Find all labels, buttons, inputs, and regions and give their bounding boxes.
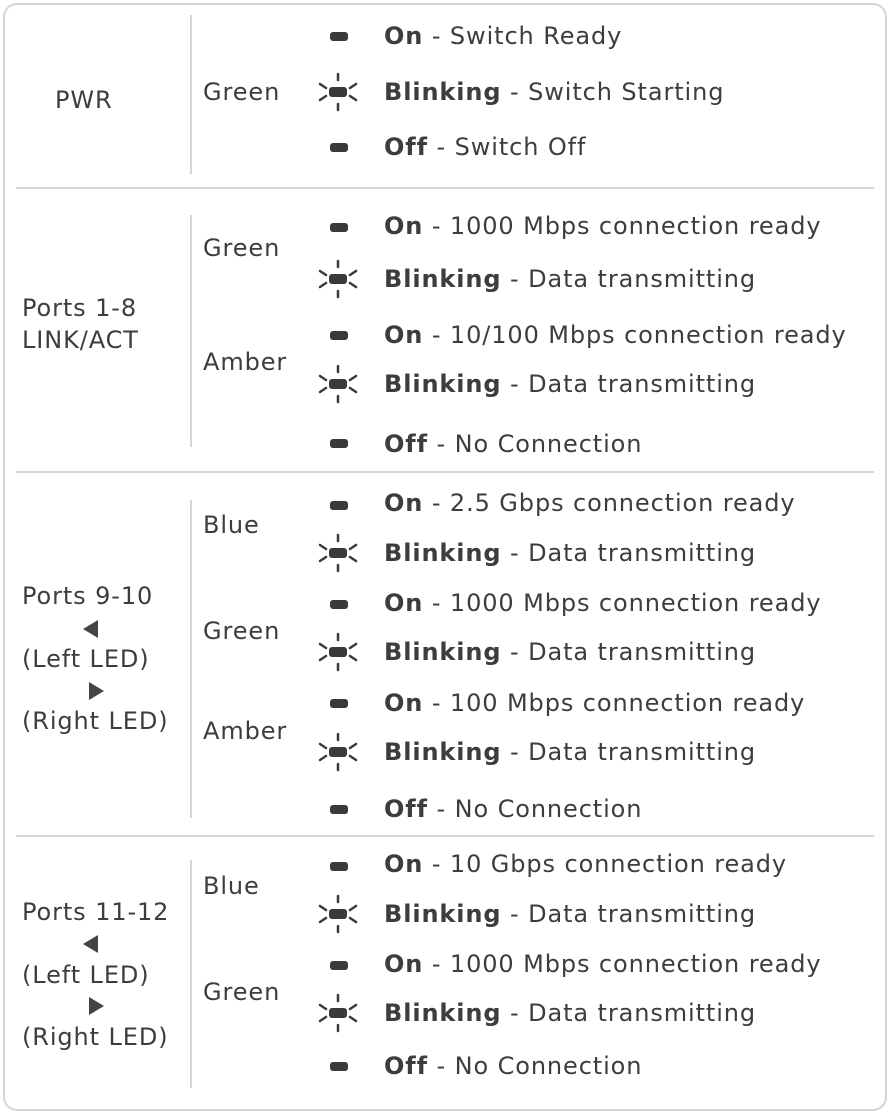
state-row: Off - Switch Off: [384, 133, 587, 161]
right-arrow-icon: [89, 682, 104, 700]
state-row: Blinking - Data transmitting: [384, 265, 757, 293]
led-on-icon: [330, 961, 348, 970]
led-on-icon: [330, 32, 348, 41]
led-on-icon: [330, 1062, 348, 1071]
right-led-label: (Right LED): [22, 1023, 169, 1051]
led-on-icon: [330, 805, 348, 814]
state-row: On - 1000 Mbps connection ready: [384, 950, 822, 978]
led-name-ports-1-8: Ports 1-8: [22, 294, 138, 322]
state-row: Blinking - Data transmitting: [384, 900, 757, 928]
led-blinking-icon: [318, 259, 358, 299]
led-color-amber: Amber: [203, 717, 288, 745]
left-arrow-icon: [83, 620, 98, 638]
led-on-icon: [330, 143, 348, 152]
state-row: On - 1000 Mbps connection ready: [384, 589, 822, 617]
state-row: Off - No Connection: [384, 795, 643, 823]
led-color-blue: Blue: [203, 511, 260, 539]
left-led-label: (Left LED): [22, 961, 150, 989]
state-row: Blinking - Switch Starting: [384, 78, 725, 106]
right-arrow-icon: [89, 997, 104, 1015]
state-row: Blinking - Data transmitting: [384, 999, 757, 1027]
column-divider: [190, 500, 192, 818]
left-arrow-icon: [83, 935, 98, 953]
led-on-icon: [330, 699, 348, 708]
state-row: Off - No Connection: [384, 1052, 643, 1080]
led-color-green: Green: [203, 978, 281, 1006]
led-blinking-icon: [318, 364, 358, 404]
column-divider: [190, 860, 192, 1088]
led-color-amber: Amber: [203, 348, 288, 376]
led-blinking-icon: [318, 894, 358, 934]
state-row: On - 10/100 Mbps connection ready: [384, 321, 847, 349]
column-divider: [190, 215, 192, 447]
led-color-green: Green: [203, 78, 281, 106]
column-divider: [190, 15, 192, 174]
led-color-green: Green: [203, 617, 281, 645]
section-divider: [16, 835, 874, 837]
state-row: Blinking - Data transmitting: [384, 370, 757, 398]
left-led-label: (Left LED): [22, 645, 150, 673]
state-row: Blinking - Data transmitting: [384, 539, 757, 567]
led-name-ports-11-12: Ports 11-12: [22, 898, 170, 926]
led-name-pwr: PWR: [55, 86, 113, 114]
led-blinking-icon: [318, 72, 358, 112]
led-name-link-act: LINK/ACT: [22, 326, 139, 354]
led-on-icon: [330, 862, 348, 871]
state-row: On - 1000 Mbps connection ready: [384, 212, 822, 240]
led-color-green: Green: [203, 234, 281, 262]
right-led-label: (Right LED): [22, 707, 169, 735]
state-row: On - 2.5 Gbps connection ready: [384, 489, 796, 517]
led-on-icon: [330, 223, 348, 232]
led-blinking-icon: [318, 993, 358, 1033]
state-row: Off - No Connection: [384, 430, 643, 458]
state-row: On - 100 Mbps connection ready: [384, 689, 806, 717]
led-on-icon: [330, 501, 348, 510]
led-on-icon: [330, 600, 348, 609]
state-row: On - Switch Ready: [384, 22, 623, 50]
led-blinking-icon: [318, 533, 358, 573]
section-divider: [16, 471, 874, 473]
state-row: Blinking - Data transmitting: [384, 738, 757, 766]
state-row: Blinking - Data transmitting: [384, 638, 757, 666]
led-blinking-icon: [318, 732, 358, 772]
led-on-icon: [330, 439, 348, 448]
led-blinking-icon: [318, 632, 358, 672]
led-on-icon: [330, 331, 348, 340]
led-table-frame: [3, 3, 887, 1111]
state-row: On - 10 Gbps connection ready: [384, 850, 787, 878]
led-color-blue: Blue: [203, 872, 260, 900]
led-name-ports-9-10: Ports 9-10: [22, 582, 154, 610]
section-divider: [16, 187, 874, 189]
